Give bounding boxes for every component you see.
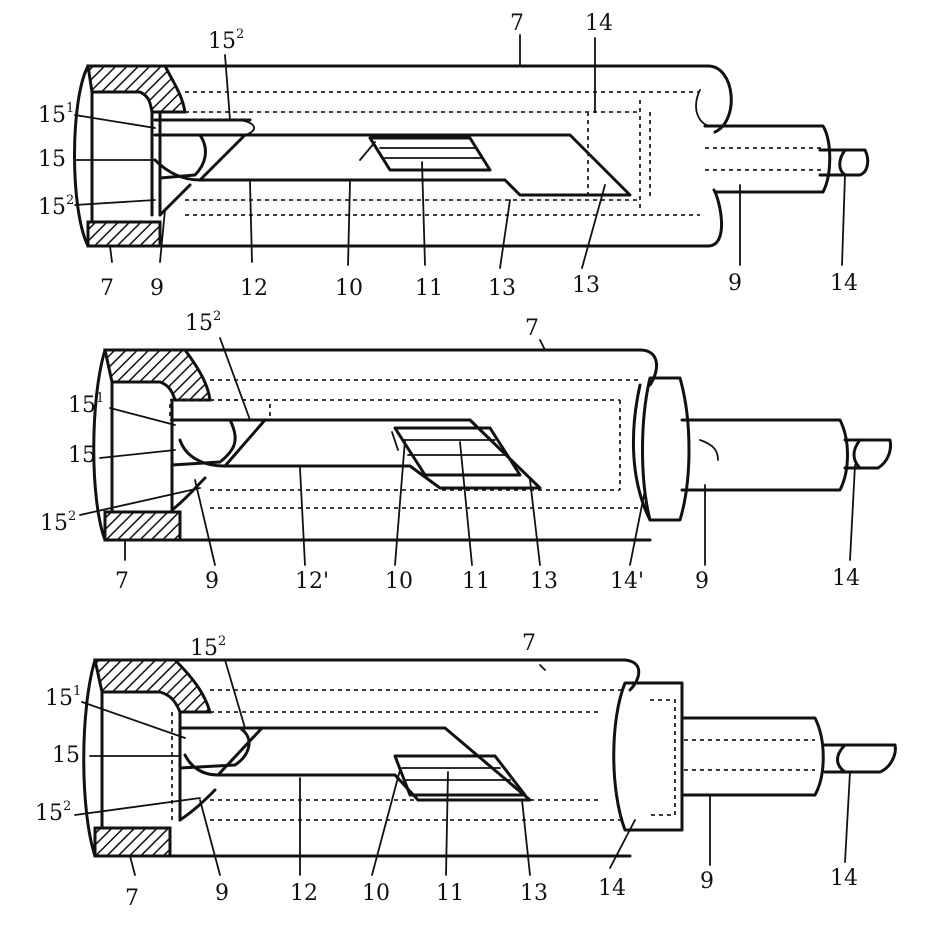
blade-carrier-12 [178,418,542,490]
blade-carrier-12 [183,726,532,802]
end-wall-hatched [86,64,187,248]
label-15-1: 151 [68,391,104,418]
blade-11 [393,754,527,797]
label-15-2-top: 152 [185,309,221,336]
label-11: 11 [415,276,443,301]
shaft-9 [703,124,870,194]
clamp-15 [170,398,237,512]
label-9-bottom: 9 [205,569,219,594]
label-15-2-left: 152 [38,193,74,220]
label-11: 11 [462,569,490,594]
label-12p: 12' [295,569,329,594]
label-14: 14 [830,271,858,296]
label-15: 15 [38,147,66,172]
label-15: 15 [68,443,96,468]
label-10: 10 [385,569,413,594]
label-9-bottom: 9 [150,276,164,301]
label-9-shaft: 9 [695,569,709,594]
end-wall-hatched [93,658,213,858]
inner-tube-dashed [185,91,700,216]
label-10: 10 [335,276,363,301]
label-9-shaft: 9 [700,869,714,894]
label-14: 14 [830,866,858,891]
figure-1: 152 7 14 151 15 152 7 9 12 10 11 13 13 9… [38,11,870,301]
shaft-9 [680,418,892,492]
label-15-2-left: 152 [35,799,71,826]
label-15-2-left: 152 [40,509,76,536]
figure-2: 152 7 151 15 152 7 9 12' 10 11 13 14' 9 … [40,309,892,594]
label-7-top: 7 [510,11,524,36]
tube-7 [73,64,733,248]
blade-11 [359,136,492,172]
label-13: 13 [520,881,548,906]
tube-7 [92,348,659,542]
label-7-top: 7 [522,631,536,656]
label-7-bottom: 7 [125,886,139,911]
clamp-15 [178,710,251,822]
figure-3: 152 7 151 15 152 7 9 12 10 11 13 14 9 14 [35,631,897,911]
shaft-9 [682,716,897,797]
label-14p: 14' [610,569,644,594]
label-12: 12 [240,276,268,301]
label-12: 12 [290,881,318,906]
collar [612,681,684,832]
label-15-2-top: 152 [190,634,226,661]
leader-lines-fig3 [74,659,851,876]
label-9-shaft: 9 [728,271,742,296]
label-7-top: 7 [525,316,539,341]
label-15-1: 151 [45,684,81,711]
label-9-bottom: 9 [215,881,229,906]
label-14-top: 14 [585,11,613,36]
leader-lines-fig2 [79,337,856,566]
label-13: 13 [530,569,558,594]
label-11: 11 [436,881,464,906]
blade-11 [391,426,522,477]
label-7-bottom: 7 [100,276,114,301]
label-14-mid: 14 [598,876,626,901]
end-wall-hatched [103,348,212,542]
clamp-15 [150,110,207,217]
label-15-2-top: 152 [208,27,244,54]
label-13b: 13 [572,273,600,298]
label-10: 10 [362,881,390,906]
tube-7 [82,658,641,858]
label-15: 15 [52,743,80,768]
label-14: 14 [832,566,860,591]
leader-lines-fig1 [74,34,846,269]
collar [631,376,691,522]
label-13a: 13 [488,276,516,301]
label-7-bottom: 7 [115,569,129,594]
label-15-1: 151 [38,101,74,128]
